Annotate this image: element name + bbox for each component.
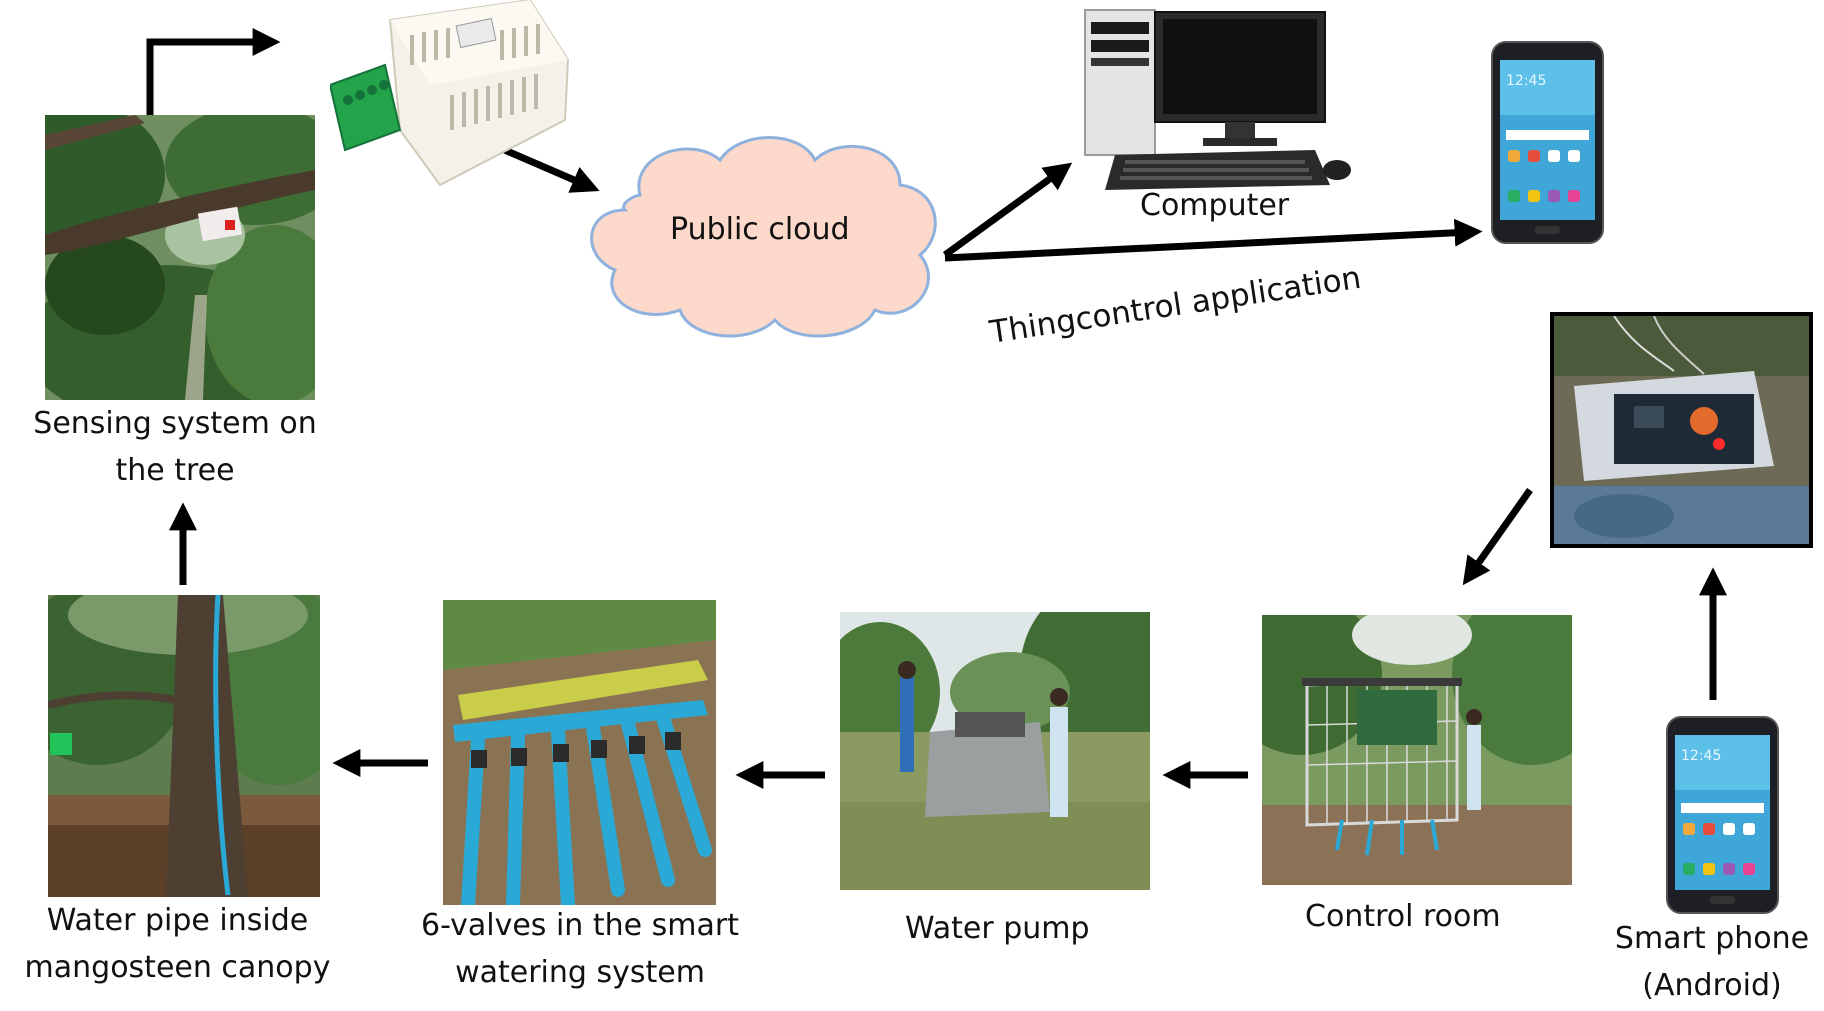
computer-label: Computer bbox=[1140, 188, 1290, 223]
valves-label-line-1: 6-valves in the smart bbox=[421, 908, 739, 943]
public-cloud-shape bbox=[590, 136, 937, 338]
water-pump-label: Water pump bbox=[905, 911, 1090, 946]
valves-photo bbox=[443, 600, 716, 905]
arrow-controller-to-control-room bbox=[1462, 487, 1533, 586]
sensing-system-label: Sensing system on the tree bbox=[20, 400, 330, 494]
water-pipe-label-line-1: Water pipe inside bbox=[46, 903, 309, 938]
smart-phone-label-line-2: (Android) bbox=[1642, 968, 1782, 1003]
smartphone-bottom: 12:45 bbox=[1665, 715, 1780, 915]
phone-top-time: 12:45 bbox=[1506, 73, 1546, 89]
computer-illustration bbox=[1075, 0, 1360, 190]
sensor-device bbox=[330, 0, 570, 190]
water-pipe-photo bbox=[48, 595, 320, 897]
valves-label: 6-valves in the smart watering system bbox=[400, 902, 760, 996]
control-room-photo bbox=[1262, 615, 1572, 885]
arrow-cloud-to-phone bbox=[944, 218, 1483, 262]
valves-label-line-2: watering system bbox=[455, 955, 705, 990]
smartphone-top: 12:45 bbox=[1490, 40, 1605, 245]
smart-phone-label: Smart phone (Android) bbox=[1600, 915, 1824, 1009]
sensing-label-line-2: the tree bbox=[115, 453, 235, 488]
arrow-tree-to-sensor bbox=[146, 28, 281, 115]
water-pump-photo bbox=[840, 612, 1150, 890]
control-room-label: Control room bbox=[1305, 899, 1501, 934]
controller-board-photo bbox=[1550, 312, 1813, 548]
public-cloud-label: Public cloud bbox=[670, 212, 850, 247]
arrow-sensor-to-cloud bbox=[498, 144, 600, 193]
water-pipe-label: Water pipe inside mangosteen canopy bbox=[5, 897, 350, 991]
water-pipe-label-line-2: mangosteen canopy bbox=[24, 950, 331, 985]
sensing-tree-photo bbox=[45, 115, 315, 400]
phone-bottom-time: 12:45 bbox=[1681, 748, 1721, 764]
smart-phone-label-line-1: Smart phone bbox=[1614, 921, 1810, 956]
arrow-cloud-to-computer bbox=[942, 162, 1073, 258]
sensing-label-line-1: Sensing system on bbox=[33, 406, 317, 441]
